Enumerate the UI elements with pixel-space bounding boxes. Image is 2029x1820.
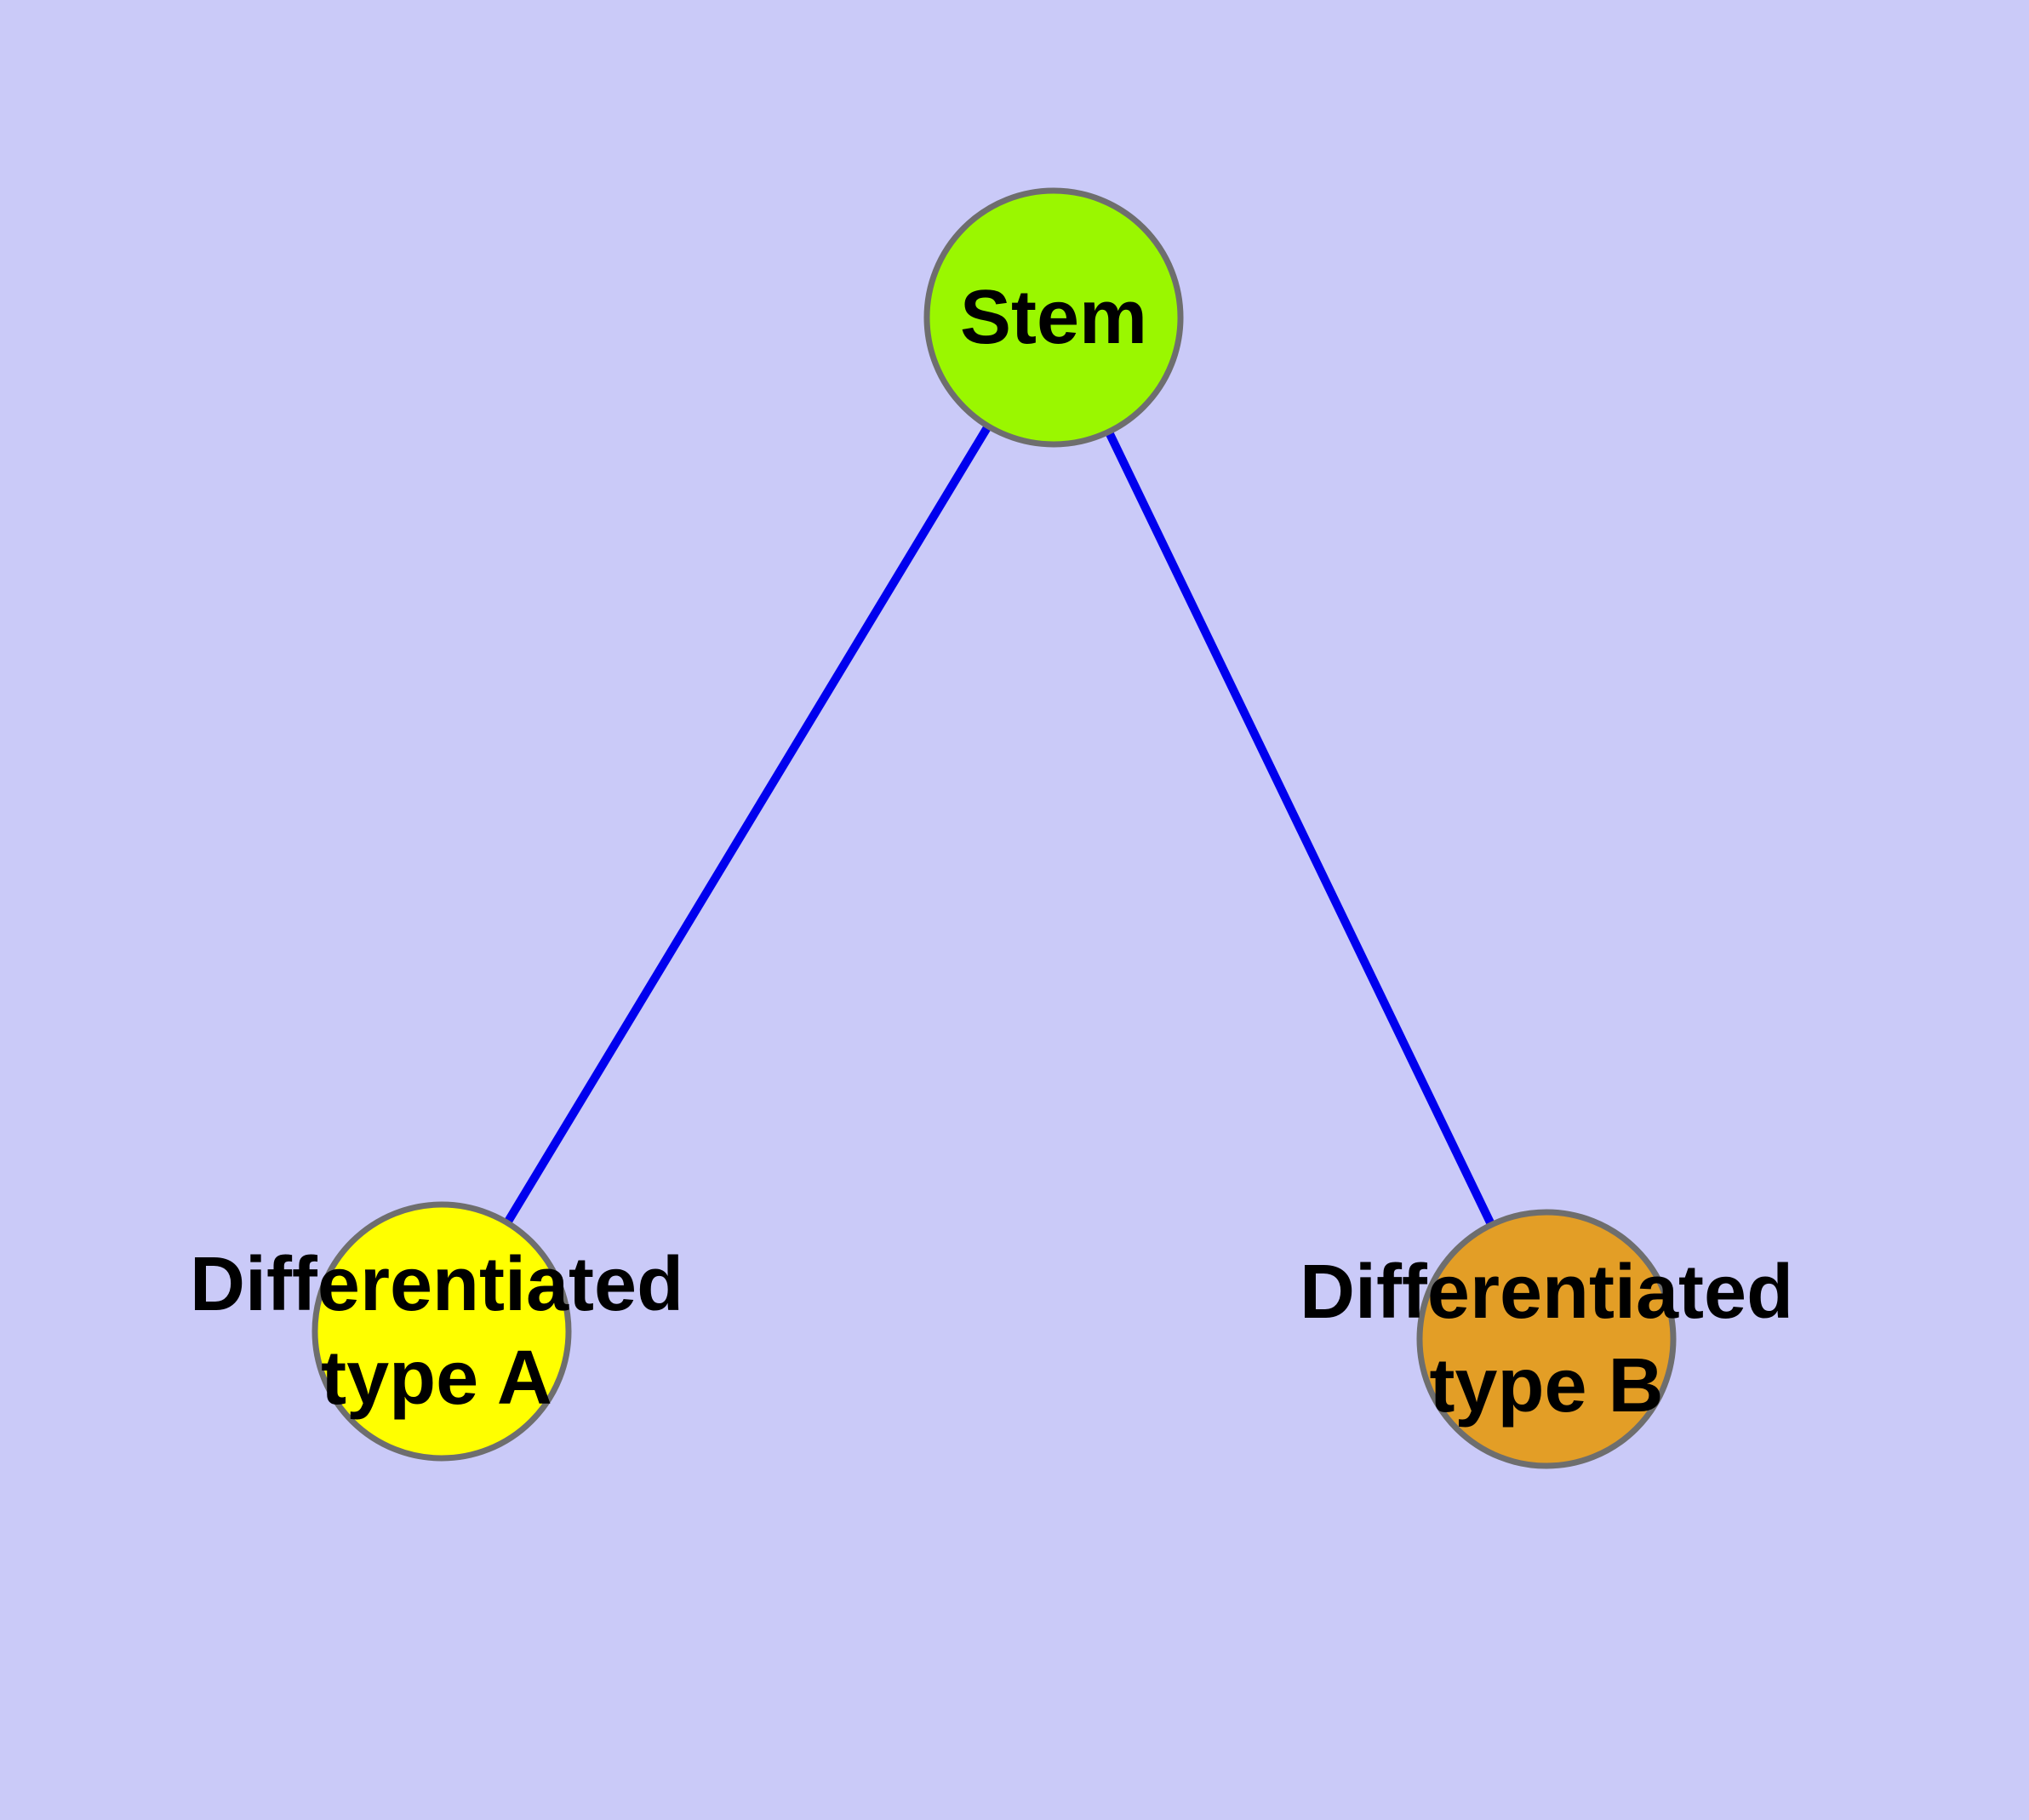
node-type-b-circle — [1416, 1209, 1677, 1469]
node-stem-label: Stem — [959, 275, 1148, 360]
node-type-a-label: Differentiated type A — [189, 1242, 684, 1421]
node-stem-circle — [923, 187, 1184, 448]
edge-stem-to-type-a — [437, 315, 1058, 1334]
edge-stem-to-type-b — [1049, 315, 1551, 1342]
node-type-a-circle — [311, 1201, 572, 1462]
node-type-b-label: Differentiated type B — [1299, 1250, 1794, 1428]
